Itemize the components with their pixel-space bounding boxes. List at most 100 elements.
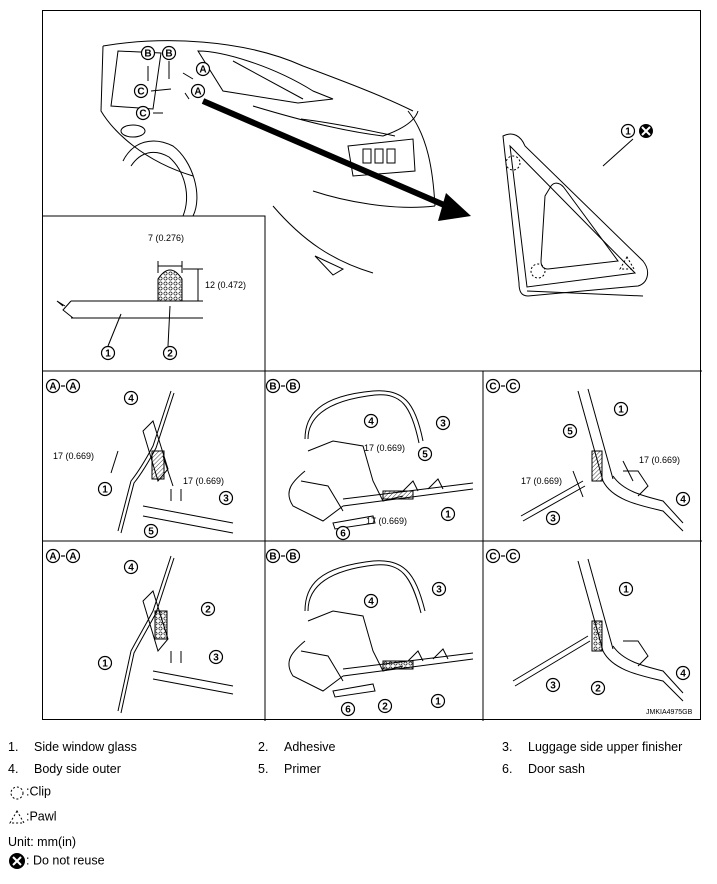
a-dim-line-2 <box>162 455 174 487</box>
detail-arrow <box>201 98 471 221</box>
legend-item-6: 6.Door sash <box>502 762 585 776</box>
svg-text:B: B <box>289 552 296 563</box>
marker-c: C <box>133 83 149 99</box>
c-dim-line-2 <box>622 460 634 482</box>
svg-text:B: B <box>269 382 276 393</box>
callout-1: 1 <box>100 345 116 361</box>
svg-text:1: 1 <box>445 510 451 521</box>
callout-2: 2 <box>377 698 393 714</box>
marker-b: B <box>161 45 177 61</box>
legend-item-2: 2.Adhesive <box>258 740 336 754</box>
figure-code: JMKIA4975GB <box>646 709 693 716</box>
dim-width-label: 7 (0.276) <box>148 233 184 243</box>
svg-text:C: C <box>137 87 144 98</box>
svg-text:A: A <box>49 552 56 563</box>
clip-legend: :Clip <box>8 783 51 801</box>
svg-text:5: 5 <box>148 527 154 538</box>
svg-text:6: 6 <box>345 705 351 716</box>
section-c-title: C <box>485 378 501 394</box>
section-a-title: A <box>65 378 81 394</box>
svg-text:4: 4 <box>128 563 134 574</box>
dim-height-label: 12 (0.472) <box>205 280 246 290</box>
adhesive-bead-section <box>56 261 203 347</box>
callout-4: 4 <box>675 665 691 681</box>
svg-text:3: 3 <box>223 494 229 505</box>
svg-text:4: 4 <box>368 597 374 608</box>
callout-5: 5 <box>562 423 578 439</box>
a-dim-line-1 <box>110 450 119 474</box>
section-a-title: A <box>45 378 61 394</box>
diagram-frame: 7 (0.276) 12 (0.472) 17 (0.669) 17 (0.66… <box>42 10 702 721</box>
clip-icon <box>10 786 24 800</box>
svg-text:1: 1 <box>625 127 631 138</box>
svg-text:A: A <box>49 382 56 393</box>
svg-text:5: 5 <box>422 450 428 461</box>
section-c-title: C <box>485 548 501 564</box>
svg-text:4: 4 <box>680 495 686 506</box>
callout-1: 1 <box>97 655 113 671</box>
section-a-title: A <box>65 548 81 564</box>
svg-text:C: C <box>509 552 516 563</box>
callout-2: 2 <box>590 680 606 696</box>
c-dim-label-1: 17 (0.669) <box>521 476 562 486</box>
svg-text:3: 3 <box>550 514 556 525</box>
svg-text:3: 3 <box>440 419 446 430</box>
clip-marker-lower <box>530 263 546 279</box>
svg-text:3: 3 <box>436 585 442 596</box>
glass-callout-leader <box>602 138 634 167</box>
svg-text:C: C <box>489 382 496 393</box>
c-dim-line-1 <box>572 470 584 498</box>
do-not-reuse-legend: : Do not reuse <box>8 852 105 870</box>
c-dim-label-2: 17 (0.669) <box>639 455 680 465</box>
section-c-lower-drawing <box>512 558 684 702</box>
callout-1: 1 <box>440 506 456 522</box>
callout-3: 3 <box>545 510 561 526</box>
pawl-icon <box>9 810 25 824</box>
svg-text:4: 4 <box>680 669 686 680</box>
callout-1: 1 <box>430 693 446 709</box>
callout-6: 6 <box>340 701 356 717</box>
svg-text:2: 2 <box>382 702 388 713</box>
marker-b: B <box>140 45 156 61</box>
panel-grid <box>43 215 702 721</box>
b-dim-label-2: 17 (0.669) <box>366 516 407 526</box>
marker-c: C <box>135 105 151 121</box>
svg-text:6: 6 <box>340 529 346 540</box>
callout-4: 4 <box>363 593 379 609</box>
unit-label: Unit: mm(in) <box>8 835 77 849</box>
svg-text:1: 1 <box>102 659 108 670</box>
section-b-upper-drawing <box>288 390 474 530</box>
svg-text:B: B <box>144 49 151 60</box>
section-b-lower-drawing <box>288 560 474 698</box>
a-dim-label-2: 17 (0.669) <box>183 476 224 486</box>
svg-text:2: 2 <box>595 684 601 695</box>
svg-text:A: A <box>69 382 76 393</box>
svg-text:5: 5 <box>567 427 573 438</box>
section-b-title: B <box>265 548 281 564</box>
svg-text:1: 1 <box>618 405 624 416</box>
callout-3: 3 <box>435 415 451 431</box>
svg-text:1: 1 <box>435 697 441 708</box>
section-a-title: A <box>45 548 61 564</box>
a-dim-label-1: 17 (0.669) <box>53 451 94 461</box>
svg-text:A: A <box>199 65 206 76</box>
svg-text:1: 1 <box>623 585 629 596</box>
svg-text:4: 4 <box>368 417 374 428</box>
marker-a: A <box>195 61 211 77</box>
svg-text:3: 3 <box>213 653 219 664</box>
callout-1: 1 <box>97 481 113 497</box>
section-markers <box>147 61 194 114</box>
legend-item-1: 1.Side window glass <box>8 740 137 754</box>
callout-3: 3 <box>208 649 224 665</box>
svg-text:B: B <box>269 552 276 563</box>
callout-3: 3 <box>545 677 561 693</box>
svg-text:3: 3 <box>550 681 556 692</box>
callout-4: 4 <box>363 413 379 429</box>
callout-4: 4 <box>675 491 691 507</box>
callout-4: 4 <box>123 559 139 575</box>
do-not-reuse-icon <box>9 853 25 869</box>
callout-1: 1 <box>618 581 634 597</box>
svg-text:C: C <box>139 109 146 120</box>
svg-text:B: B <box>165 49 172 60</box>
marker-a: A <box>190 83 206 99</box>
